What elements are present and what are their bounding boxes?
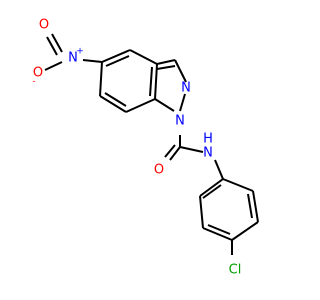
bond: [154, 63, 158, 100]
indazole-n1-label: N: [175, 114, 185, 129]
bond: [82, 59, 103, 63]
bond: [207, 224, 231, 235]
bond: [202, 184, 222, 199]
indazole-n2-label: N: [181, 81, 191, 96]
nitro-oxygen-double-label: O: [39, 18, 49, 33]
bond: [169, 146, 181, 161]
bond: [247, 193, 253, 219]
bond: [214, 159, 224, 180]
nitro-oxygen-minus-label: O: [33, 66, 43, 81]
bond: [104, 92, 127, 107]
bond: [164, 144, 176, 158]
bond: [231, 221, 259, 241]
bond: [222, 178, 254, 192]
bond: [129, 49, 158, 65]
bond: [179, 93, 186, 112]
bond: [154, 98, 175, 112]
bond: [99, 61, 103, 97]
bond: [156, 65, 176, 70]
bond: [199, 178, 224, 197]
nitro-nitrogen-charge: +: [76, 47, 84, 57]
nitro-oxygen-charge: -: [32, 77, 35, 87]
carbonyl-oxygen-label: O: [154, 163, 164, 178]
bond: [46, 36, 58, 56]
bond: [105, 55, 130, 67]
bond: [202, 227, 233, 241]
bond: [252, 190, 259, 223]
bond: [156, 59, 176, 65]
bond: [99, 95, 127, 113]
bond: [179, 146, 204, 153]
bond: [149, 66, 153, 97]
amide-hydrogen-label: H: [203, 132, 213, 147]
bond: [44, 61, 63, 71]
nitro-nitrogen-label: N: [68, 51, 78, 66]
bond: [174, 59, 187, 83]
bond: [101, 49, 131, 63]
bond: [125, 98, 156, 113]
atom-labels: N + O - O N N N H O Cl: [32, 18, 241, 278]
bonds: [44, 33, 259, 255]
chlorine-label: Cl: [229, 263, 242, 278]
bond: [199, 195, 204, 229]
amide-nitrogen-label: N: [203, 146, 213, 161]
bond: [51, 33, 63, 53]
molecule-structure: N + O - O N N N H O Cl: [32, 18, 259, 278]
